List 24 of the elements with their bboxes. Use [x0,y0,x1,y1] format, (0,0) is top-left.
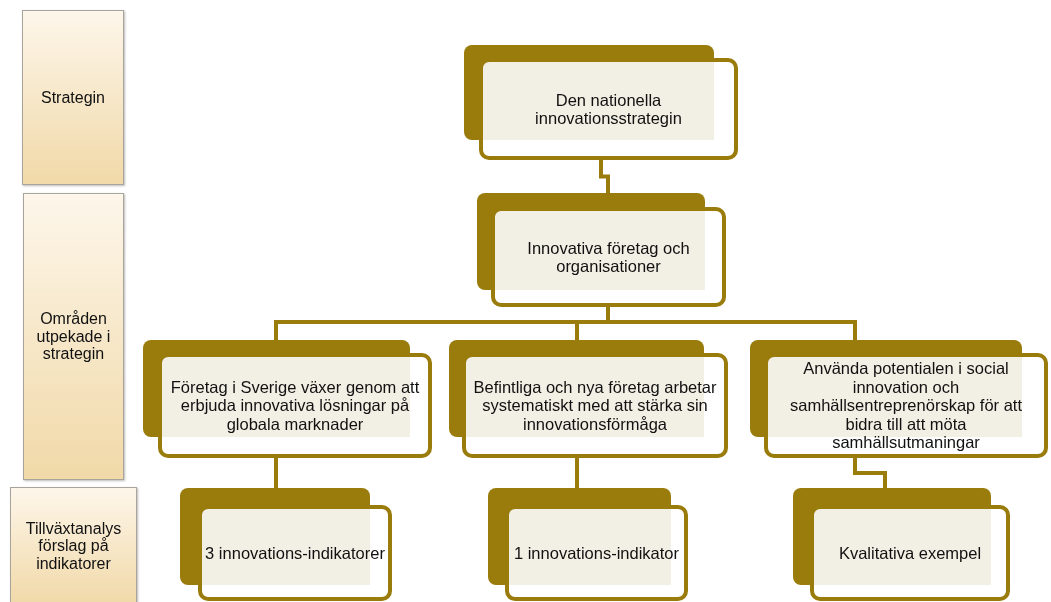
box-text: Kvalitativa exempel [838,543,982,563]
connector-line [606,307,857,340]
connector-line [575,458,579,488]
process-box [488,488,688,601]
connector-line [274,458,278,488]
box-text: Företag i Sverige växer genom att erbjuda innovativa lösningar på globala marknader [169,377,421,434]
process-box [750,340,1048,458]
box-text: Befintliga och nya företag arbetar systematiskt med att stärka sin innovationsförmåga [472,377,718,434]
process-box [143,340,432,458]
box-text: Den nationella innovationsstrategin [534,90,683,128]
box-text: Använda potentialen i social innovation och samhällsentreprenörskap för att bidra till att möta samhällsutmaningar [789,359,1023,452]
connector-line [853,458,887,488]
box-text: 3 innovations-indikatorer [205,543,385,563]
row-header-band: Tillväxtanalys förslag på indikatorer [10,487,137,602]
box-text: Innovativa företag och organisationer [526,238,691,276]
box-text: 1 innovations-indikator [513,543,680,563]
process-box [477,193,726,307]
process-box [180,488,392,601]
process-box [793,488,1010,601]
process-box [449,340,728,458]
row-header-band: Områden utpekade i strategin [23,193,124,480]
process-box [464,45,738,160]
row-header-band: Strategin [22,10,124,185]
connector-line [599,160,610,193]
